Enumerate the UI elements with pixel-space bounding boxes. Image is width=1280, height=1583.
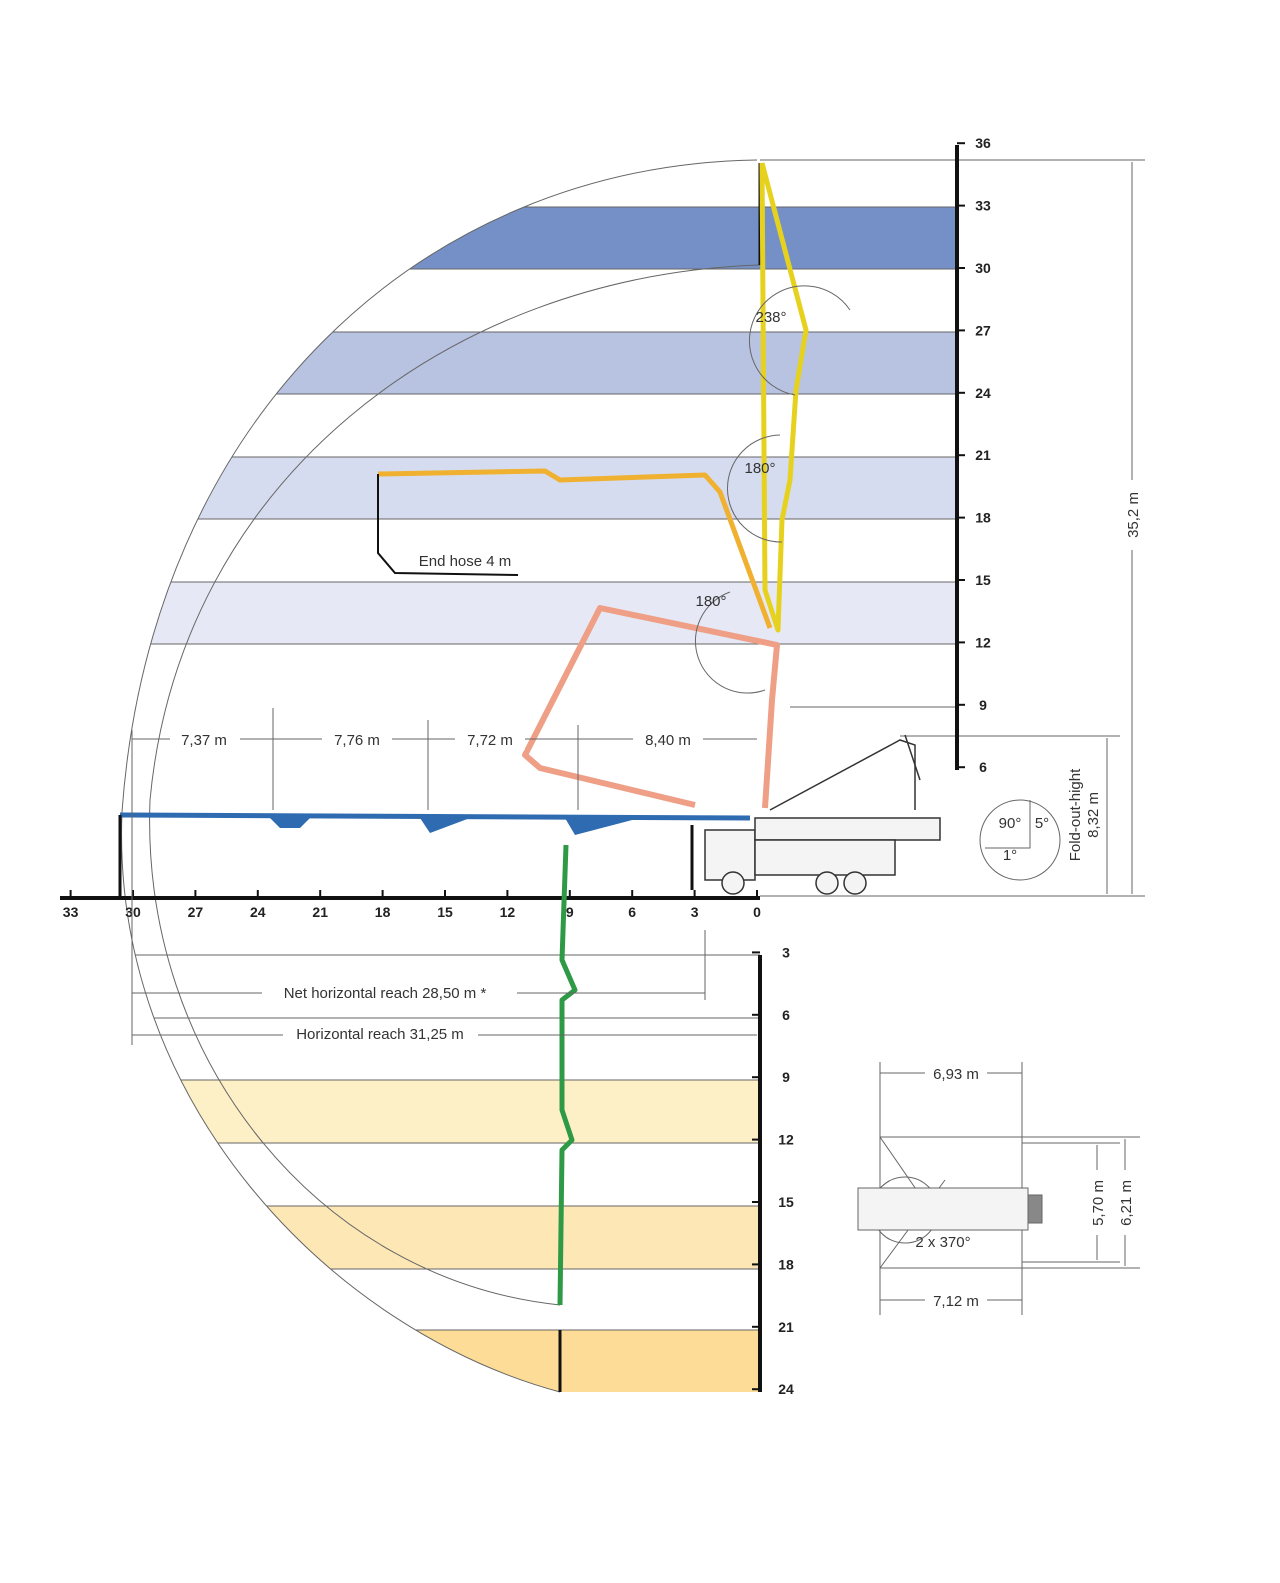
rotation-label: 2 x 370°: [915, 1234, 970, 1251]
segment-1-length: 7,37 m: [181, 732, 227, 749]
depth-tick-label: 3: [782, 944, 790, 960]
height-tick-label: 27: [975, 322, 991, 338]
reach-tick-label: 12: [500, 904, 516, 920]
boom-orange: [377, 468, 773, 629]
outrigger-plan-view: [857, 1062, 1140, 1315]
height-tick-label: 6: [979, 759, 987, 775]
angle-180-upper: 180°: [744, 460, 775, 477]
horizontal-reach-label: Horizontal reach 31,25 m: [296, 1026, 464, 1043]
height-tick-label: 36: [975, 135, 991, 151]
segment-2-length: 7,76 m: [334, 732, 380, 749]
reach-tick-label: 33: [63, 904, 79, 920]
outrigger-front: 6,93 m: [933, 1066, 979, 1083]
height-tick-label: 15: [975, 572, 991, 588]
boom-yellow: [759, 162, 809, 633]
angle-238: 238°: [755, 309, 786, 326]
depth-tick-label: 9: [782, 1069, 790, 1085]
depth-tick-label: 18: [778, 1256, 794, 1272]
fold-out-value: 8,32 m: [1085, 792, 1102, 838]
band-24-27: [121, 332, 957, 394]
depth-tick-label: 24: [778, 1381, 794, 1397]
outrigger-rear: 7,12 m: [933, 1293, 979, 1310]
angle-180-lower: 180°: [695, 593, 726, 610]
height-tick-label: 12: [975, 634, 991, 650]
depth-tick-label: 15: [778, 1194, 794, 1210]
end-hose: [377, 474, 519, 576]
depth-tick-label: 6: [782, 1007, 790, 1023]
total-height-label: 35,2 m: [1125, 492, 1142, 538]
slew-90: 90°: [999, 815, 1022, 832]
band-12-15: [121, 582, 957, 644]
slew-5: 5°: [1035, 815, 1049, 832]
depth-tick-label: 12: [778, 1132, 794, 1148]
reach-tick-label: 21: [312, 904, 328, 920]
band-30-33: [121, 207, 957, 269]
working-range-bands: [121, 206, 957, 1392]
reach-tick-label: 3: [691, 904, 699, 920]
height-tick-label: 24: [975, 385, 991, 401]
band-9-12: [121, 1080, 760, 1143]
depth-tick-label: 21: [778, 1319, 794, 1335]
fold-out-label: Fold-out-hight: [1067, 768, 1084, 861]
reach-tick-label: 0: [753, 904, 761, 920]
outrigger-width-rear: 6,21 m: [1118, 1180, 1135, 1226]
reach-tick-label: 6: [628, 904, 636, 920]
band-18-21: [121, 457, 957, 519]
boom-green: [557, 844, 578, 1306]
height-tick-label: 33: [975, 198, 991, 214]
height-tick-label: 30: [975, 260, 991, 276]
reach-tick-label: 30: [125, 904, 141, 920]
inner-reach-arc: [149, 264, 761, 1306]
reach-tick-label: 15: [437, 904, 453, 920]
net-reach-label: Net horizontal reach 28,50 m *: [284, 985, 487, 1002]
boom-blue: [119, 812, 751, 821]
slew-angle-icon: 90° 5° 1°: [979, 799, 1061, 881]
band-21-24: [121, 1330, 760, 1392]
height-tick-label: 18: [975, 510, 991, 526]
reach-tick-label: 9: [566, 904, 574, 920]
reach-tick-label: 24: [250, 904, 266, 920]
truck-side-view: [704, 734, 941, 895]
segment-3-length: 7,72 m: [467, 732, 513, 749]
end-hose-label: End hose 4 m: [419, 553, 512, 570]
boom-blue-joints: [270, 818, 640, 835]
reach-tick-label: 18: [375, 904, 391, 920]
height-tick-label: 21: [975, 447, 991, 463]
reach-tick-label: 27: [188, 904, 204, 920]
slew-1: 1°: [1003, 847, 1017, 864]
segment-4-length: 8,40 m: [645, 732, 691, 749]
band-15-18: [121, 1206, 760, 1269]
boom-salmon: [522, 605, 780, 809]
height-tick-label: 9: [979, 697, 987, 713]
outrigger-width-front: 5,70 m: [1090, 1180, 1107, 1226]
outer-reach-arc: [121, 159, 758, 1393]
